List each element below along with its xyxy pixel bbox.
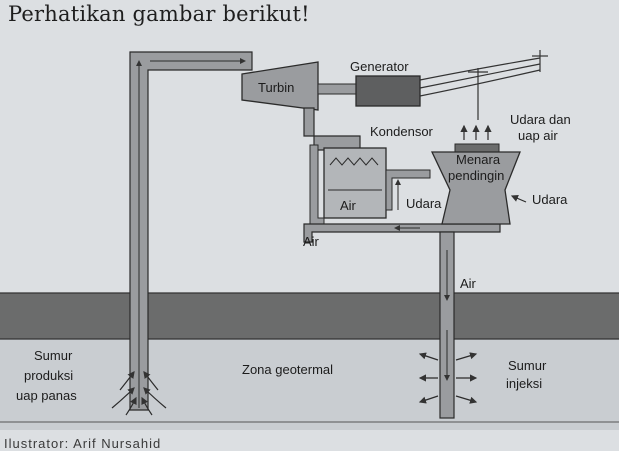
uap-air-label: uap air [518,128,558,143]
generator-label: Generator [350,59,409,74]
production-pipe [129,51,253,411]
pendingin-label: pendingin [448,168,504,183]
zona-geotermal-label: Zona geotermal [242,362,333,377]
udara-dan-label: Udara dan [510,112,571,127]
air-tank-label: Air [340,198,357,213]
turbine: Turbin [241,61,319,111]
sumur-produksi-label-1: Sumur [34,348,73,363]
turbin-label: Turbin [258,80,294,95]
menara-label: Menara [456,152,501,167]
illustrator-credit: Ilustrator: Arif Nursahid [4,436,162,451]
air-pipe-label: Air [460,276,477,291]
sumur-produksi-label-2: produksi [24,368,73,383]
generator: Generator [350,59,421,107]
page-heading: Perhatikan gambar berikut! [8,2,310,26]
kondensor-label: Kondensor [370,124,434,139]
injection-pipe: Air [439,231,477,419]
sumur-injeksi-label-2: injeksi [506,376,542,391]
air-left-label: Air [303,234,320,249]
ground-band [0,293,619,339]
sumur-produksi-label-3: uap panas [16,388,77,403]
lower-zone [0,338,619,430]
cooling-tower: Menara pendingin Udara [406,143,521,225]
sumur-injeksi-label-1: Sumur [508,358,547,373]
udara-right-label: Udara [532,192,568,207]
condenser: Kondensor Air [323,124,434,219]
power-lines [419,50,548,120]
udara-inner-label: Udara [406,196,442,211]
